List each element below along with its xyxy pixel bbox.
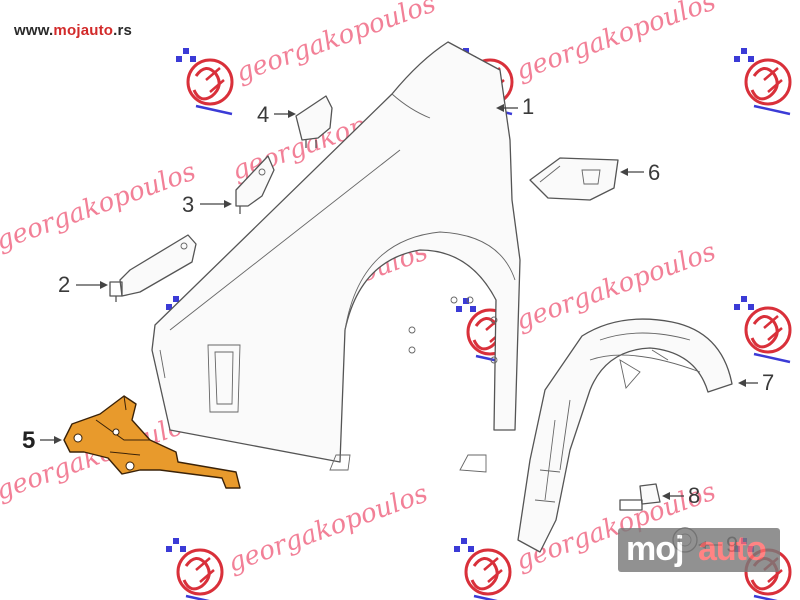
callout-1-label: 1 — [522, 94, 534, 119]
logo-icon — [174, 46, 234, 116]
watermark-text: georgakopoulos — [224, 479, 432, 579]
callout-4-label: 4 — [257, 102, 269, 127]
mojauto-badge-part2: auto — [698, 530, 767, 568]
callout-2: 2 — [58, 272, 108, 297]
callout-6: 6 — [620, 160, 660, 185]
callout-2-label: 2 — [58, 272, 70, 297]
part-bracket-6[interactable] — [529, 157, 619, 201]
part-wheel-liner[interactable] — [517, 318, 733, 553]
watermark-text: georgakopoulos — [0, 157, 200, 257]
callout-1: 1 — [496, 94, 534, 119]
mojauto-badge-part1: moj — [626, 530, 684, 568]
callout-3-label: 3 — [182, 192, 194, 217]
site-url-brand: mojauto — [53, 22, 114, 39]
site-url-suffix: .rs — [113, 22, 133, 39]
logo-icon — [164, 536, 224, 600]
logo-icon — [732, 46, 792, 116]
callout-4: 4 — [257, 102, 296, 127]
callout-6-label: 6 — [648, 160, 660, 185]
callout-8-label: 8 — [688, 483, 700, 508]
part-bracket-3[interactable] — [235, 155, 275, 214]
callout-8: 8 — [662, 483, 700, 508]
callout-3: 3 — [182, 192, 232, 217]
part-bracket-2[interactable] — [109, 234, 197, 302]
logo-icon — [452, 536, 512, 600]
callout-7-label: 7 — [762, 370, 774, 395]
part-bracket-4[interactable] — [295, 95, 333, 148]
site-url[interactable]: www.mojauto.rs — [14, 22, 132, 39]
mojauto-badge: moj auto — [618, 528, 780, 572]
watermark-text: georgakopoulos — [512, 0, 720, 87]
callout-5-label: 5 — [22, 427, 35, 454]
part-bracket-5-highlighted[interactable] — [63, 395, 241, 489]
callout-7: 7 — [738, 370, 774, 395]
part-clip-8[interactable] — [619, 483, 661, 511]
logo-icon — [732, 294, 792, 364]
callout-5: 5 — [22, 427, 62, 454]
part-fender[interactable] — [151, 41, 521, 473]
site-url-prefix: www. — [14, 22, 54, 39]
